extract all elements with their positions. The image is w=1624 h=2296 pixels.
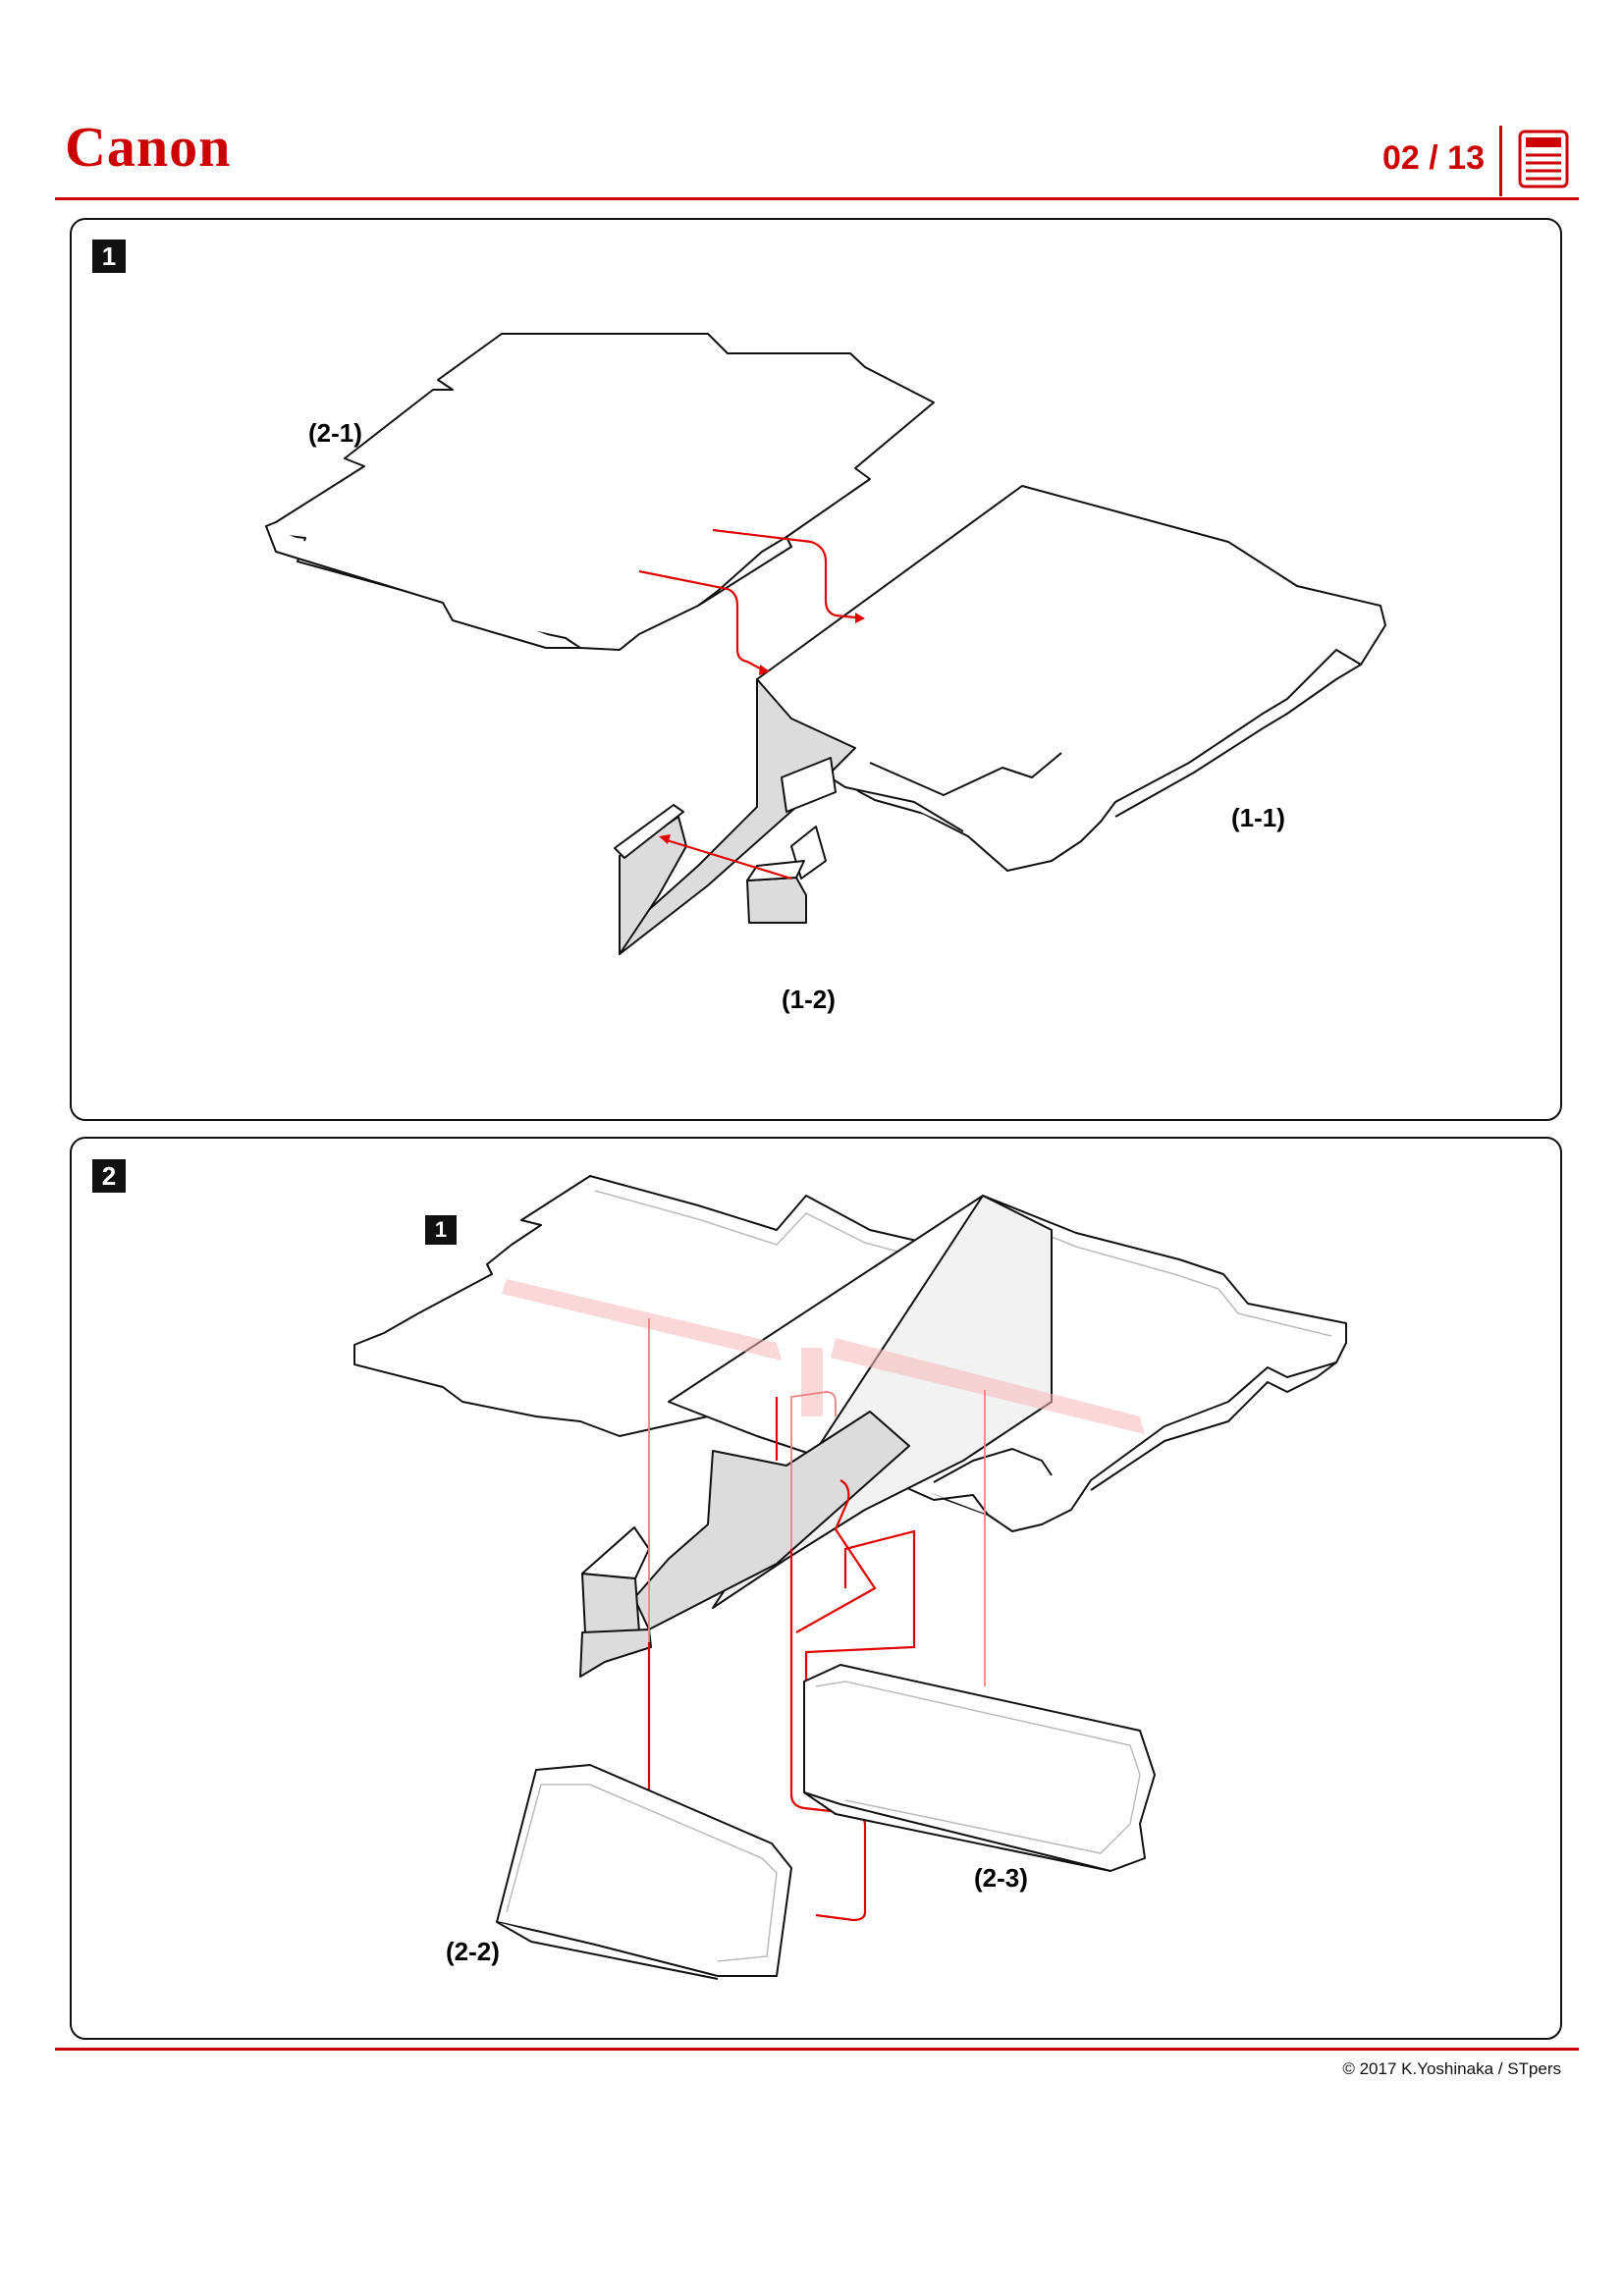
- part-1-2-strip: [781, 757, 837, 813]
- step-1-diagram: [265, 333, 1386, 955]
- part-2-2-glue: [506, 1784, 778, 1962]
- pages-icon[interactable]: [1512, 128, 1575, 190]
- arrow-head-a: [855, 613, 865, 623]
- part-2-2-edge: [496, 1921, 719, 1980]
- header-rule: [55, 197, 1579, 200]
- part-label-2-1: (2-1): [308, 418, 362, 448]
- guide-band-2: [831, 1338, 1145, 1434]
- part-label-2-3: (2-3): [974, 1863, 1028, 1893]
- guide-band-3: [801, 1348, 823, 1416]
- header-divider: [1499, 126, 1502, 196]
- part-2-2-sheet: [496, 1764, 792, 1977]
- copyright-text: © 2017 K.Yoshinaka / STpers: [1342, 2059, 1561, 2078]
- arrow-2-3-upper: [790, 1391, 837, 1549]
- part-2-3-edge: [803, 1791, 1111, 1872]
- step-panel-1: [70, 218, 1562, 1121]
- arrow-to-2-3-part: [804, 1529, 916, 1686]
- part-2-3-glue: [815, 1681, 1141, 1854]
- glue-margin-right: [992, 1212, 1332, 1337]
- part-label-2-2: (2-2): [446, 1937, 500, 1966]
- arrow-2-1-to-1-1-a: [712, 528, 856, 619]
- part-1-1-spine: [619, 678, 856, 955]
- arrow-2-1-to-1-1-b: [638, 569, 763, 670]
- canon-logo: Canon: [65, 115, 232, 179]
- part-1-2-tab: [614, 804, 684, 859]
- footer-rule: [55, 2048, 1579, 2051]
- part-1-1-fold-lower: [1114, 664, 1362, 818]
- part-1-1-sheet: [756, 485, 1386, 872]
- arrow-2-3-loop: [795, 1479, 877, 1633]
- part-2-1-edge-fold: [265, 525, 580, 649]
- arrow-head-c: [659, 834, 671, 844]
- step-badge: 1: [92, 240, 126, 273]
- part-2-3-sheet: [803, 1664, 1156, 1872]
- part-1-2-block-top: [746, 860, 805, 881]
- assembled-slot-2: [933, 1448, 1053, 1483]
- step-badge: 2: [92, 1159, 126, 1193]
- part-1-2-block: [746, 877, 807, 924]
- part-label-1-1: (1-1): [1231, 803, 1285, 832]
- arrow-1-2-to-spine: [663, 837, 792, 881]
- reference-step-badge: 1: [425, 1215, 457, 1245]
- assembled-right-fold: [1090, 1362, 1337, 1491]
- part-1-1-slot: [869, 752, 1062, 796]
- arrow-head-b: [759, 665, 770, 675]
- assembled-flap: [579, 1629, 652, 1678]
- part-2-1-sheet: [265, 333, 935, 651]
- step-panel-2: [70, 1137, 1562, 2040]
- part-label-1-2: (1-2): [782, 985, 836, 1014]
- assembled-block-top: [581, 1526, 650, 1579]
- guide-band-1: [502, 1279, 782, 1361]
- assembled-spine: [633, 1411, 910, 1630]
- page-indicator: 02 / 13: [1382, 139, 1485, 177]
- step-2-diagram: [353, 1175, 1347, 1980]
